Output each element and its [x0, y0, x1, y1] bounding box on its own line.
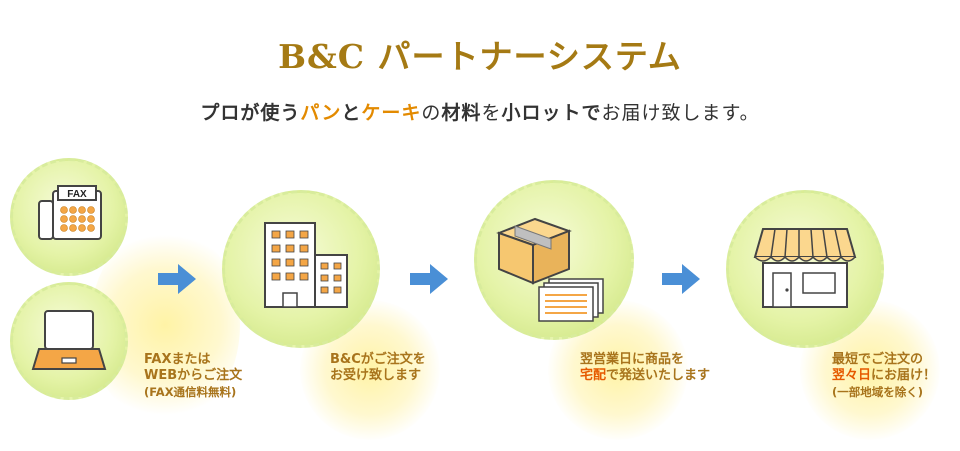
step4-label: 最短でご注文の 翌々日にお届け！ (一部地域を除く)	[832, 352, 937, 399]
shop-circle	[726, 190, 884, 348]
svg-text:FAX: FAX	[67, 189, 87, 200]
step2-label: B&Cがご注文を お受け致します	[330, 352, 426, 383]
subtitle: プロが使うパンとケーキの材料を小ロットでお届け致します。	[200, 102, 760, 124]
step1-label: FAXまたは WEBからご注文 (FAX通信料無料)	[144, 352, 243, 399]
fax-machine-icon: FAX	[38, 185, 102, 240]
delivery-slips-icon	[538, 278, 604, 322]
arrow-right-icon	[662, 264, 700, 294]
page-title: B&C パートナーシステム	[278, 37, 682, 76]
package-icon	[496, 217, 572, 285]
arrow-right-icon	[410, 264, 448, 294]
arrow-right-icon	[158, 264, 196, 294]
step3-label: 翌営業日に商品を 宅配で発送いたします	[580, 352, 711, 383]
laptop-icon	[31, 310, 107, 370]
shipping-circle	[474, 180, 634, 340]
laptop-circle	[10, 282, 128, 400]
storefront-icon	[753, 228, 857, 308]
office-building-circle	[222, 190, 380, 348]
office-building-icon	[264, 222, 348, 308]
fax-circle: FAX	[10, 158, 128, 276]
